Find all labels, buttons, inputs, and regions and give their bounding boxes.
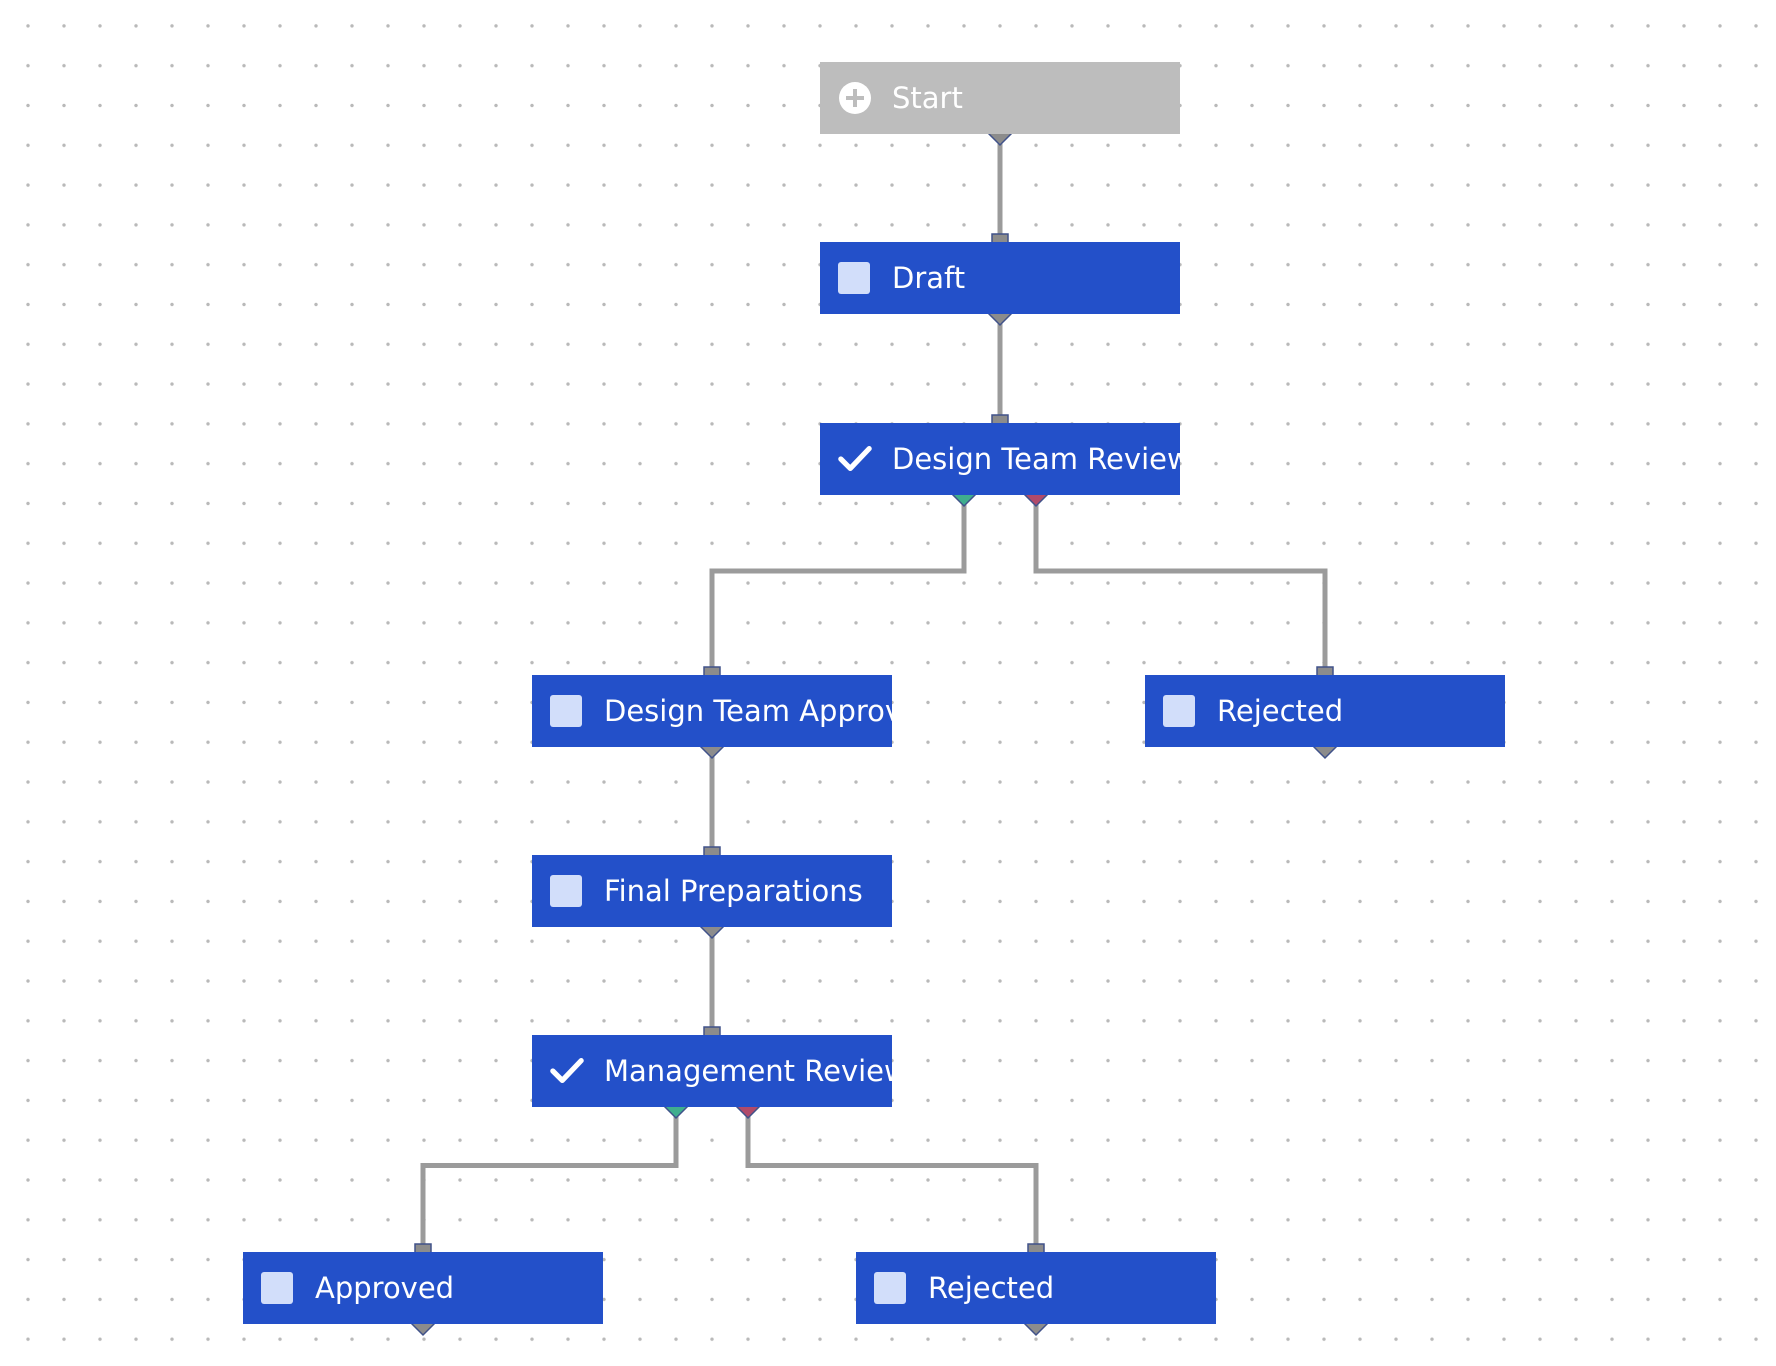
node-draft[interactable]: Draft [820,242,1180,314]
node-label: Start [892,81,963,115]
node-design-team-review[interactable]: Design Team Review [820,423,1180,495]
node-start[interactable]: Start [820,62,1180,134]
plus-circle-icon [838,81,872,115]
check-icon [838,442,872,476]
check-icon [550,1054,584,1088]
square-icon [874,1272,906,1304]
node-label: Rejected [928,1271,1055,1305]
node-rejected-1[interactable]: Rejected [1145,675,1505,747]
node-label: Approved [315,1271,455,1305]
edge-design-team-review-to-design-team-approved[interactable] [709,495,967,675]
square-icon [838,262,870,294]
node-management-review[interactable]: Management Review [532,1035,892,1107]
edge-management-review-to-rejected-2[interactable] [745,1107,1039,1252]
square-icon [550,695,582,727]
node-label: Rejected [1217,694,1344,728]
edge-management-review-to-approved[interactable] [420,1107,679,1252]
node-design-team-approved[interactable]: Design Team Approv. [532,675,892,747]
square-icon [550,875,582,907]
node-rejected-2[interactable]: Rejected [856,1252,1216,1324]
edge-design-team-review-to-rejected-1[interactable] [1033,495,1328,675]
node-label: Final Preparations [604,874,863,908]
node-final-preparations[interactable]: Final Preparations [532,855,892,927]
node-approved[interactable]: Approved [243,1252,603,1324]
node-label: Draft [892,261,966,295]
node-label: Design Team Approv. [604,694,892,728]
square-icon [1163,695,1195,727]
node-label: Management Review [604,1054,892,1088]
node-label: Design Team Review [892,442,1180,476]
edges [420,134,1328,1252]
square-icon [261,1272,293,1304]
